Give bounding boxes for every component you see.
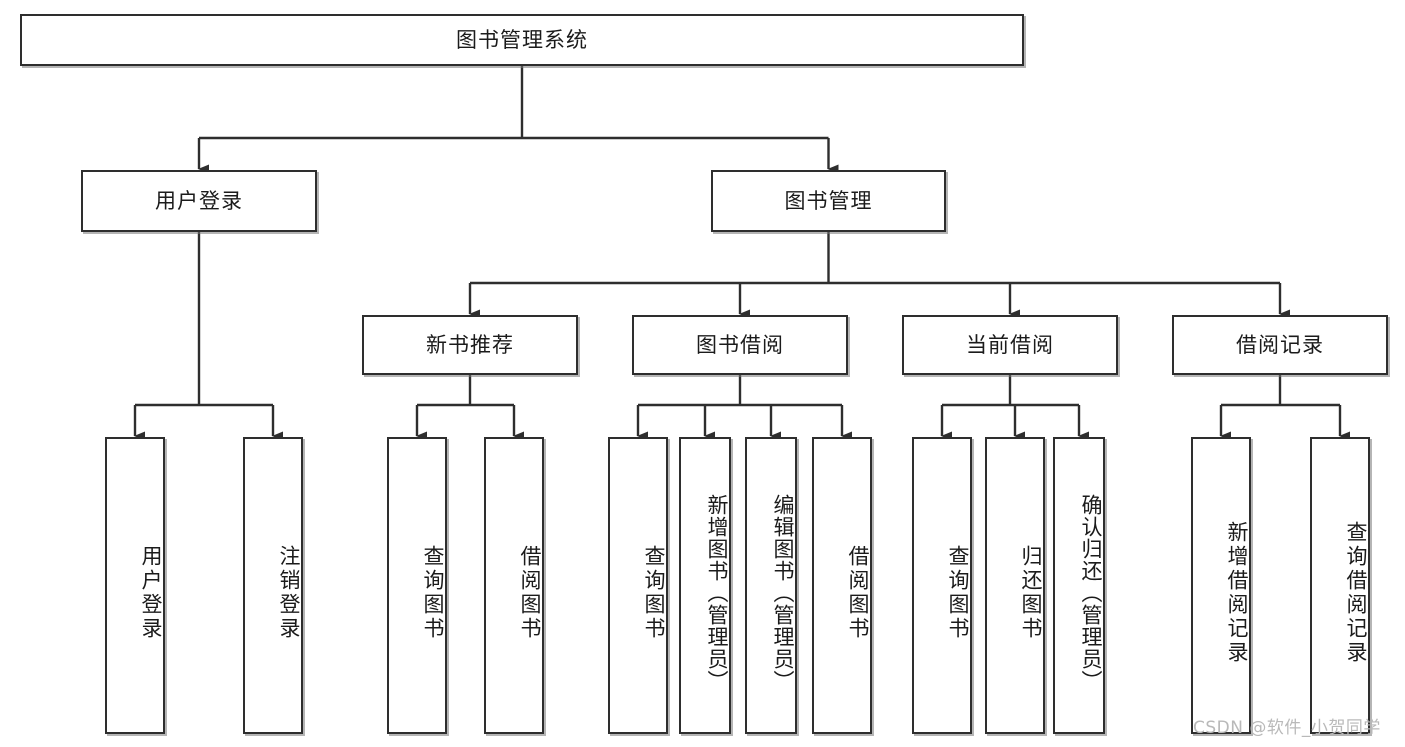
node-l9[interactable]: 查询图书 xyxy=(912,437,972,734)
node-l8[interactable]: 借阅图书 xyxy=(812,437,872,734)
node-label: 用户登录 xyxy=(139,544,163,641)
node-l5[interactable]: 查询图书 xyxy=(608,437,668,734)
node-label: 借阅图书 xyxy=(846,544,870,641)
node-borrow[interactable]: 图书借阅 xyxy=(632,315,848,375)
node-label: 图书管理 xyxy=(784,188,873,213)
node-bookmgmt[interactable]: 图书管理 xyxy=(711,170,946,232)
node-l11[interactable]: 确认归还（管理员） xyxy=(1053,437,1105,734)
node-label: 确认归还（管理员） xyxy=(1079,493,1103,692)
node-label: 查询图书 xyxy=(946,544,970,641)
node-l10[interactable]: 归还图书 xyxy=(985,437,1045,734)
node-l6[interactable]: 新增图书（管理员） xyxy=(679,437,731,734)
node-label: 新增借阅记录 xyxy=(1225,520,1249,665)
node-label: 借阅记录 xyxy=(1236,332,1324,357)
node-label: 新增图书（管理员） xyxy=(705,493,729,692)
node-label: 图书管理系统 xyxy=(456,27,588,52)
node-label: 注销登录 xyxy=(277,544,301,641)
node-label: 查询图书 xyxy=(642,544,666,641)
node-label: 查询借阅记录 xyxy=(1344,520,1368,665)
node-login[interactable]: 用户登录 xyxy=(81,170,317,232)
node-l2[interactable]: 注销登录 xyxy=(243,437,303,734)
node-l13[interactable]: 查询借阅记录 xyxy=(1310,437,1370,734)
node-label: 用户登录 xyxy=(155,188,243,213)
node-current[interactable]: 当前借阅 xyxy=(902,315,1118,375)
node-record[interactable]: 借阅记录 xyxy=(1172,315,1388,375)
node-l3[interactable]: 查询图书 xyxy=(387,437,447,734)
node-newbook[interactable]: 新书推荐 xyxy=(362,315,578,375)
node-label: 编辑图书（管理员） xyxy=(771,493,795,692)
node-l12[interactable]: 新增借阅记录 xyxy=(1191,437,1251,734)
node-label: 新书推荐 xyxy=(426,332,514,357)
node-l7[interactable]: 编辑图书（管理员） xyxy=(745,437,797,734)
node-label: 图书借阅 xyxy=(696,332,784,357)
node-label: 查询图书 xyxy=(421,544,445,641)
node-l1[interactable]: 用户登录 xyxy=(105,437,165,734)
node-label: 借阅图书 xyxy=(518,544,542,641)
node-l4[interactable]: 借阅图书 xyxy=(484,437,544,734)
watermark-text: CSDN @软件_小贺同学 xyxy=(1193,718,1381,738)
node-label: 归还图书 xyxy=(1019,544,1043,641)
node-root[interactable]: 图书管理系统 xyxy=(20,14,1024,66)
edge-group xyxy=(133,66,1350,441)
node-label: 当前借阅 xyxy=(966,332,1054,357)
